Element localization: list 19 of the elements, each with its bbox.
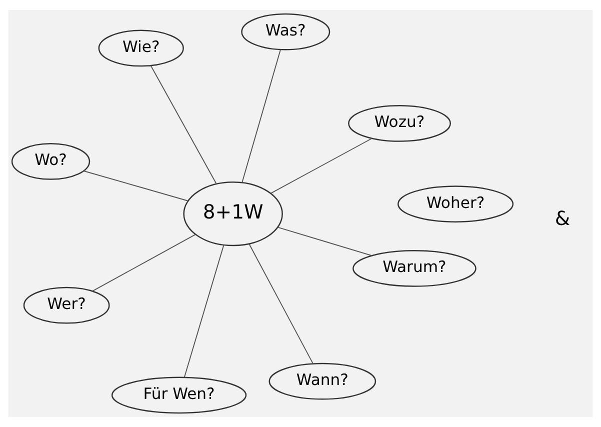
node-ellipse: Woher? — [398, 186, 514, 222]
node-ellipse: Warum? — [352, 250, 476, 287]
connector — [242, 50, 281, 184]
connector — [92, 234, 196, 292]
connector — [270, 138, 372, 194]
connector — [248, 244, 314, 364]
connector — [277, 226, 372, 256]
node-ellipse: Wer? — [23, 286, 110, 324]
node-ellipse: Wo? — [11, 143, 90, 180]
node-ellipse: 8+1W — [183, 182, 283, 246]
node-ellipse: Was? — [241, 13, 330, 50]
connector — [83, 170, 188, 202]
node-ellipse: Wozu? — [348, 104, 451, 142]
connector — [184, 244, 224, 378]
node-ellipse: Wann? — [268, 362, 376, 400]
label: & — [554, 206, 570, 230]
node-ellipse: Für Wen? — [111, 376, 247, 414]
node-ellipse: Wie? — [98, 30, 184, 67]
connector — [150, 65, 217, 184]
